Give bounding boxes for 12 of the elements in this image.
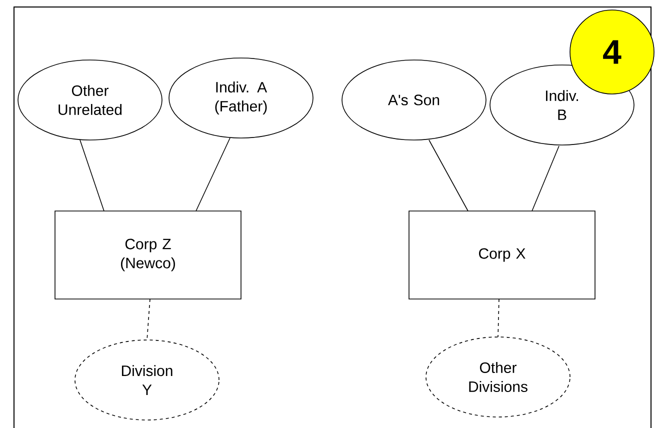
corp-box: Corp Z (Newco)	[54, 210, 242, 300]
ellipse-node: Other Unrelated	[18, 60, 162, 140]
connector-line	[428, 140, 468, 212]
ellipse-node: A's Son	[342, 60, 486, 140]
connector-line	[196, 138, 230, 212]
ellipse-node: Indiv. A (Father)	[168, 58, 314, 138]
corp-box: Corp X	[408, 210, 596, 300]
dashed-connector	[146, 298, 150, 340]
connector-line	[532, 146, 560, 212]
dashed-connector	[498, 298, 500, 338]
connector-line	[80, 140, 104, 212]
number-badge: 4	[570, 10, 654, 94]
